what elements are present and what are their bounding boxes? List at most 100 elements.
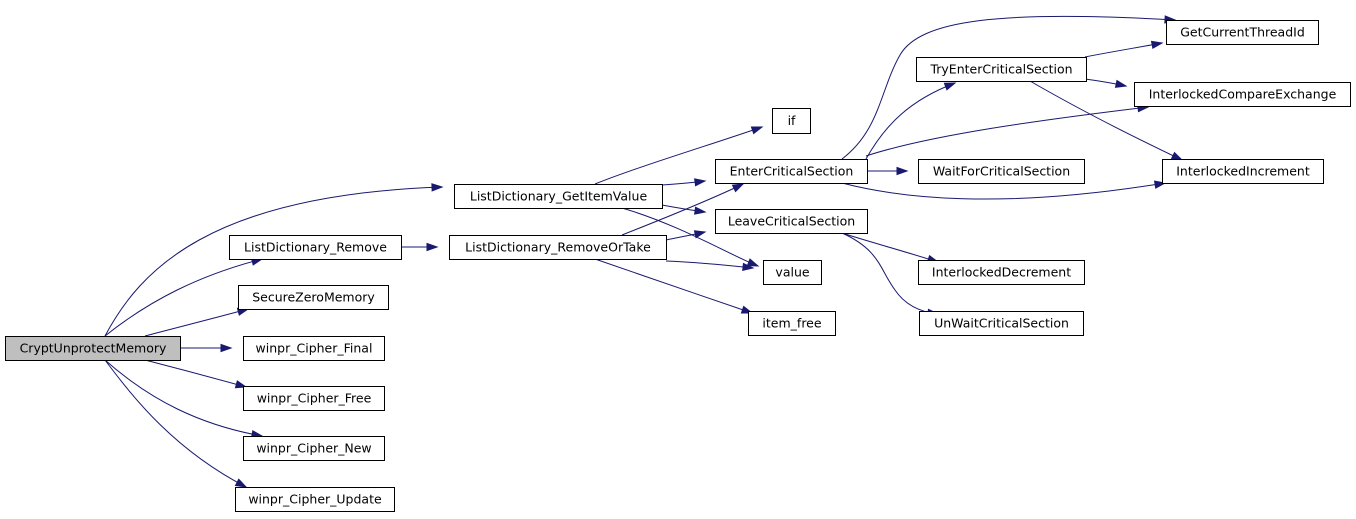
- node-box[interactable]: [918, 159, 1085, 184]
- edge-arrowhead: [694, 206, 707, 215]
- node-box[interactable]: [243, 336, 385, 361]
- node-label: winpr_Cipher_New: [256, 441, 371, 456]
- node-box[interactable]: [1134, 82, 1351, 107]
- edge-arrowhead: [943, 82, 957, 91]
- node-listdictionary-removeortake[interactable]: ListDictionary_RemoveOrTake: [449, 235, 667, 260]
- node-getcurrentthreadid[interactable]: GetCurrentThreadId: [1166, 20, 1319, 45]
- edge-arrowhead: [220, 343, 233, 353]
- node-securezeromemory[interactable]: SecureZeroMemory: [238, 285, 389, 310]
- edge-n11-n19: [841, 232, 939, 263]
- node-label: TryEnterCriticalSection: [929, 62, 1072, 77]
- node-interlockedcompareexchange[interactable]: InterlockedCompareExchange: [1134, 82, 1351, 107]
- node-label: if: [788, 113, 796, 128]
- node-label: GetCurrentThreadId: [1180, 25, 1305, 40]
- edge-n0-n3: [144, 308, 249, 337]
- node-entercriticalsection[interactable]: EnterCriticalSection: [715, 159, 868, 184]
- edge-n8-n10: [621, 183, 744, 236]
- edge-n10-n16: [865, 106, 1149, 157]
- node-box[interactable]: [919, 311, 1084, 336]
- node-interlockedincrement[interactable]: InterlockedIncrement: [1162, 159, 1324, 184]
- edge-n11-n20: [841, 232, 939, 315]
- edge-arrowhead: [1150, 40, 1164, 50]
- node-leavecriticalsection[interactable]: LeaveCriticalSection: [715, 209, 868, 234]
- node-waitforcriticalsection[interactable]: WaitForCriticalSection: [918, 159, 1085, 184]
- node-label: winpr_Cipher_Final: [256, 341, 373, 356]
- node-interlockeddecrement[interactable]: InterlockedDecrement: [918, 260, 1085, 285]
- node-label: winpr_Cipher_Update: [248, 492, 382, 507]
- edge-n10-n14: [865, 82, 956, 160]
- edge-arrowhead: [1170, 151, 1184, 161]
- node-tryentercriticalsection[interactable]: TryEnterCriticalSection: [916, 57, 1087, 82]
- node-label: value: [775, 265, 809, 280]
- node-winpr-cipher-update[interactable]: winpr_Cipher_Update: [235, 487, 395, 512]
- node-box[interactable]: [229, 235, 402, 260]
- node-unwaitcriticalsection[interactable]: UnWaitCriticalSection: [919, 311, 1084, 336]
- node-box[interactable]: [243, 386, 385, 411]
- node-winpr-cipher-new[interactable]: winpr_Cipher_New: [243, 436, 385, 461]
- node-box[interactable]: [916, 57, 1087, 82]
- node-box[interactable]: [235, 487, 395, 512]
- node-label: SecureZeroMemory: [252, 290, 375, 305]
- node-cryptunprotectmemory[interactable]: CryptUnprotectMemory: [5, 336, 181, 361]
- node-box[interactable]: [1162, 159, 1324, 184]
- edge-n10-n15: [841, 15, 1176, 160]
- edge-n8-n12: [665, 260, 754, 269]
- node-box[interactable]: [715, 209, 868, 234]
- edge-n0-n5: [144, 359, 247, 388]
- edge-arrowhead: [1114, 79, 1128, 88]
- node-label: UnWaitCriticalSection: [934, 316, 1069, 331]
- node-winpr-cipher-final[interactable]: winpr_Cipher_Final: [243, 336, 385, 361]
- edge-arrowhead: [750, 126, 764, 135]
- node-winpr-cipher-free[interactable]: winpr_Cipher_Free: [243, 386, 385, 411]
- node-label: item_free: [762, 316, 821, 331]
- edge-arrowhead: [731, 183, 745, 193]
- edge-arrowhead: [694, 178, 707, 187]
- node-box[interactable]: [238, 285, 389, 310]
- node-label: InterlockedDecrement: [932, 265, 1071, 280]
- node-label: ListDictionary_Remove: [244, 240, 387, 255]
- node-label: InterlockedCompareExchange: [1149, 87, 1337, 102]
- node-box[interactable]: [763, 260, 822, 285]
- node-if[interactable]: if: [772, 108, 811, 134]
- edge-n14-n15: [1084, 42, 1163, 58]
- edge-n10-n18: [841, 182, 1166, 200]
- node-label: InterlockedIncrement: [1176, 164, 1310, 179]
- edge-arrowhead: [746, 258, 760, 267]
- node-box[interactable]: [715, 159, 868, 184]
- node-label: EnterCriticalSection: [730, 164, 854, 179]
- edge-n1-n12: [621, 207, 759, 267]
- node-label: CryptUnprotectMemory: [20, 341, 167, 356]
- node-label: ListDictionary_GetItemValue: [470, 189, 648, 204]
- edge-arrowhead: [426, 242, 439, 252]
- node-label: WaitForCriticalSection: [933, 164, 1070, 179]
- node-box[interactable]: [748, 311, 836, 336]
- node-listdictionary-remove[interactable]: ListDictionary_Remove: [229, 235, 402, 260]
- edge-arrowhead: [234, 478, 248, 488]
- node-box[interactable]: [772, 108, 811, 134]
- node-item-free[interactable]: item_free: [748, 311, 836, 336]
- edge-n1-n9: [594, 126, 763, 185]
- node-box[interactable]: [454, 184, 663, 209]
- node-box[interactable]: [243, 436, 385, 461]
- node-label: ListDictionary_RemoveOrTake: [465, 240, 651, 255]
- edge-n0-n1: [104, 186, 443, 337]
- call-graph-nodes: CryptUnprotectMemory ListDictionary_GetIt…: [5, 20, 1351, 512]
- edge-n0-n2: [104, 258, 263, 337]
- edge-arrowhead: [896, 166, 909, 176]
- edge-arrowhead: [431, 183, 444, 192]
- node-box[interactable]: [5, 336, 181, 361]
- node-value[interactable]: value: [763, 260, 822, 285]
- edge-n0-n7: [104, 359, 247, 488]
- node-listdictionary-getitemvalue[interactable]: ListDictionary_GetItemValue: [454, 184, 663, 209]
- edge-arrowhead: [693, 230, 707, 239]
- node-label: LeaveCriticalSection: [728, 214, 855, 229]
- edge-n8-n13: [594, 258, 753, 314]
- node-box[interactable]: [1166, 20, 1319, 45]
- node-box[interactable]: [918, 260, 1085, 285]
- edge-n0-n6: [104, 359, 263, 437]
- edge-n14-n18: [1029, 80, 1183, 161]
- node-label: winpr_Cipher_Free: [257, 391, 372, 406]
- node-box[interactable]: [449, 235, 667, 260]
- edge-arrowhead: [742, 262, 755, 272]
